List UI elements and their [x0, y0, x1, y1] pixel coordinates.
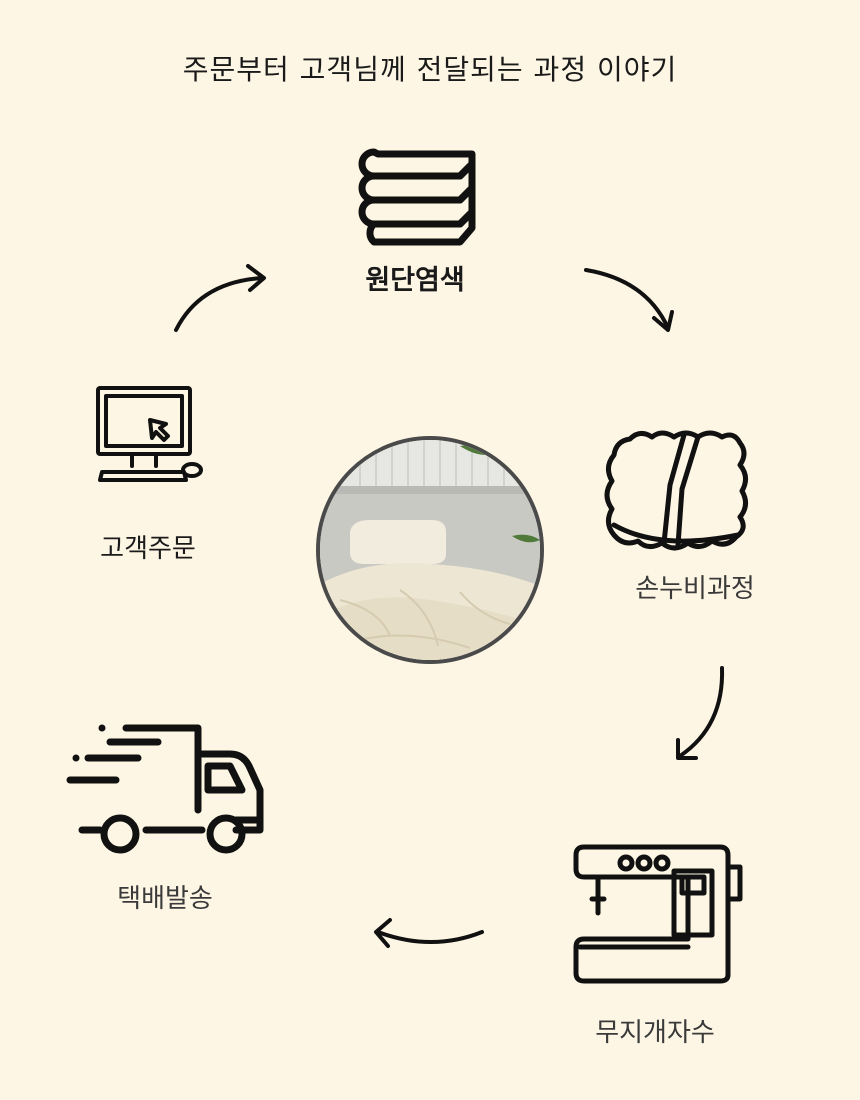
quilted-fabric-icon: [604, 430, 748, 551]
computer-order-icon: [96, 386, 203, 482]
step-label-embroidery: 무지개자수: [595, 1018, 715, 1048]
bedding-photo-illustration: [320, 440, 540, 660]
step-label-shipping: 택배발송: [117, 884, 213, 914]
arrow-quilting-to-embroidery: [676, 666, 725, 760]
delivery-truck-icon: [66, 724, 264, 854]
arrow-dyeing-to-quilting: [584, 268, 674, 332]
folded-fabric-icon: [358, 148, 476, 246]
step-label-dyeing: 원단염색: [365, 265, 465, 296]
page-title: 주문부터 고객님께 전달되는 과정 이야기: [182, 53, 678, 86]
step-label-quilting: 손누비과정: [635, 574, 755, 604]
sewing-machine-icon: [573, 844, 743, 984]
step-label-order: 고객주문: [100, 534, 196, 564]
bedding-photo: [316, 436, 544, 664]
arrow-order-to-dyeing: [174, 264, 266, 332]
arrow-embroidery-to-shipping: [374, 918, 484, 948]
